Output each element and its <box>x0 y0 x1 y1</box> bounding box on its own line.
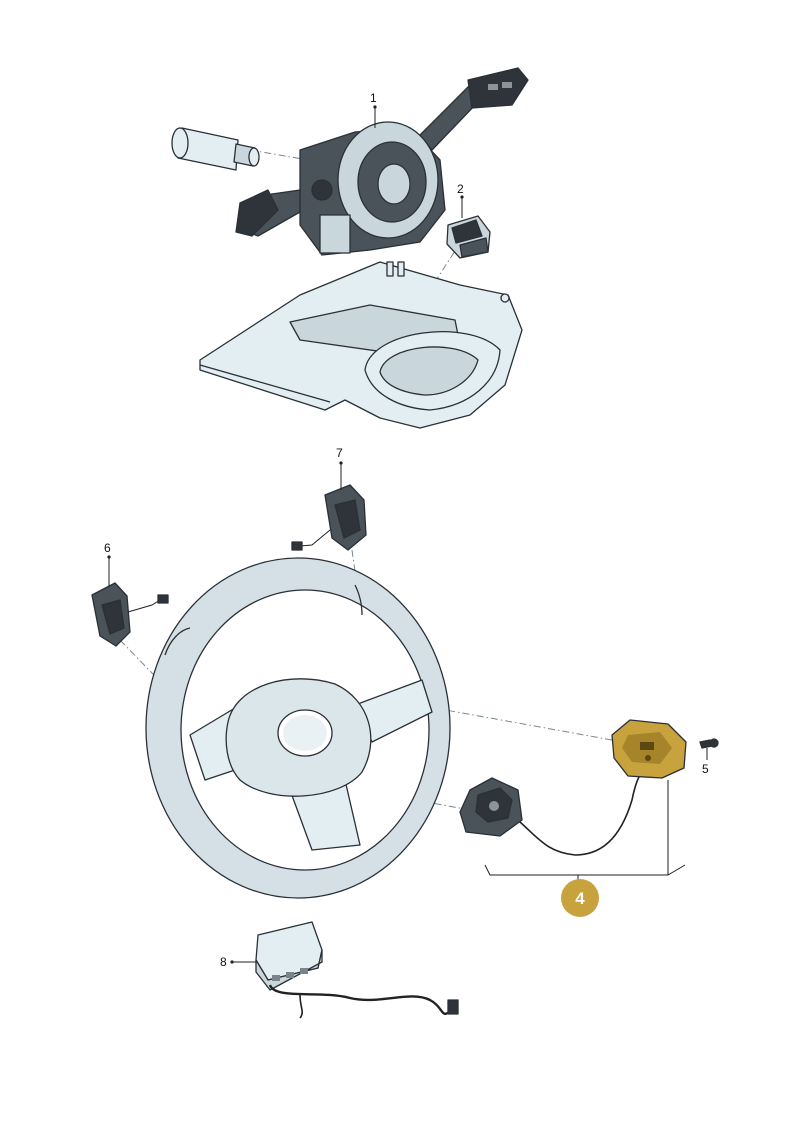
callout-label-8: 8 <box>220 955 227 969</box>
callout-5: 5 <box>702 748 709 776</box>
left-paddle <box>91 582 169 647</box>
callout-label-7: 7 <box>336 446 343 460</box>
callout-6: 6 <box>104 541 111 586</box>
multifunction-button-right-highlighted <box>611 719 687 779</box>
multifunction-button-left <box>459 774 641 856</box>
callout-1: 1 <box>370 91 377 128</box>
screw <box>699 738 719 749</box>
right-paddle <box>291 484 367 551</box>
callout-label-6: 6 <box>104 541 111 555</box>
callout-7: 7 <box>336 446 343 490</box>
callout-label-4: 4 <box>575 889 585 908</box>
steering-column-trim <box>199 261 523 429</box>
callout-2: 2 <box>457 182 464 218</box>
combination-switch <box>171 67 529 256</box>
callout-label-1: 1 <box>370 91 377 105</box>
control-unit <box>255 921 459 1019</box>
callout-label-5: 5 <box>702 762 709 776</box>
control-switch <box>446 215 491 259</box>
callout-4-badge[interactable]: 4 <box>561 879 599 917</box>
callout-8: 8 <box>220 955 256 969</box>
callout-label-2: 2 <box>457 182 464 196</box>
steering-wheel <box>145 557 451 899</box>
